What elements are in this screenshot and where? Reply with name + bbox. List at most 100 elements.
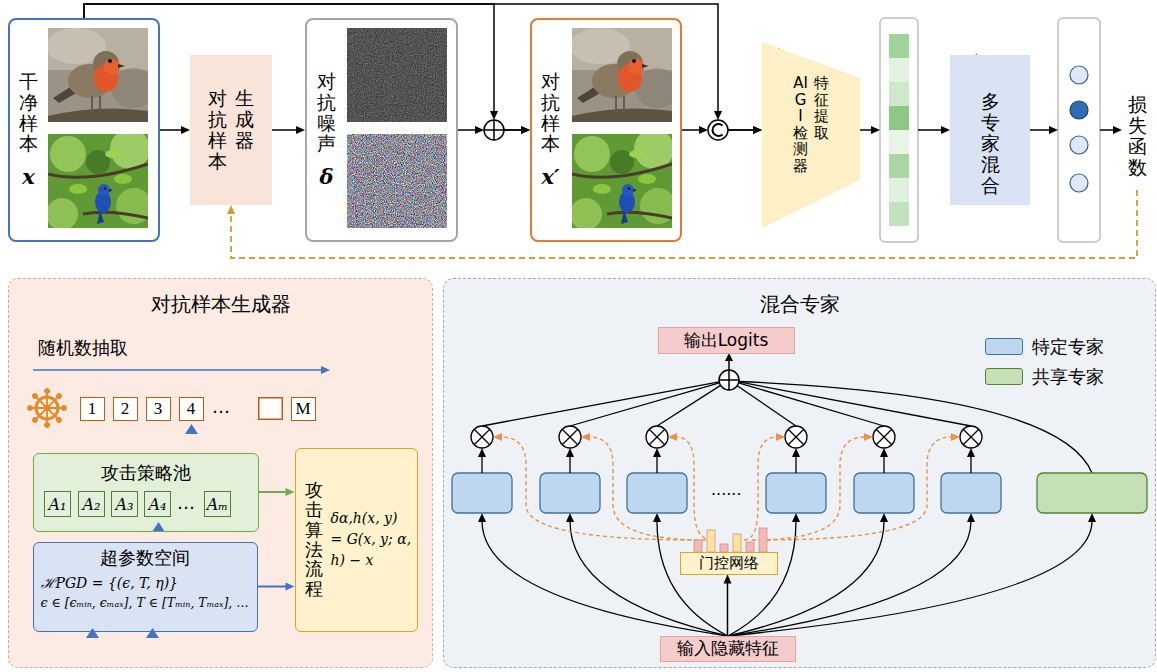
arrow-head: [753, 126, 762, 134]
wheel-icon: [28, 406, 33, 411]
connector: [458, 126, 530, 134]
node-text: A₄: [149, 495, 167, 514]
node-text: 对抗噪声: [317, 71, 336, 155]
input-fan-line: [482, 521, 1092, 636]
feature-vector: [889, 202, 909, 226]
feature-vector: [889, 34, 909, 58]
feature-vector: [880, 18, 918, 242]
expert-to-sum-line: [482, 382, 1092, 474]
attack-procedure-box: 攻击算法流程δα,h(x, y) = G(x, y; α, h) − x: [295, 448, 418, 632]
gate-weight-head: [864, 433, 873, 441]
sample-box: 干净样本x: [8, 18, 160, 242]
expert-to-sum-line: [657, 385, 721, 426]
node-text: δ: [317, 164, 336, 189]
input-fan-head: [653, 513, 661, 522]
label-holder: 随机数抽取: [38, 336, 128, 360]
output-vector: [1070, 101, 1088, 119]
wheel-icon: [57, 394, 62, 399]
node-text: 对抗样本生成器: [9, 291, 432, 318]
expert-to-gate-arrow: [478, 448, 486, 457]
feature-vector: [880, 18, 918, 242]
gate-weight-head: [493, 433, 502, 441]
node-text: AIGI检测器: [793, 75, 808, 174]
arrow-head: [871, 126, 880, 134]
arrow-head: [699, 126, 708, 134]
input-fan-head: [566, 513, 574, 522]
node-text: δα,h(x, y) = G(x, y; α, h) − x: [331, 508, 412, 571]
multiply-operator: [559, 426, 581, 448]
gate-weight-head: [581, 433, 590, 441]
node-text: 对抗样本: [208, 88, 227, 172]
pick-marker: [86, 628, 99, 638]
expert-to-gate-arrow: [653, 448, 661, 457]
connector-line: [84, 4, 494, 114]
panel-ground: [443, 278, 1155, 668]
output-vector: [1058, 18, 1100, 242]
legend-text: 共享专家: [1032, 366, 1104, 387]
generator-box: 对抗样本生成器: [190, 55, 272, 205]
output-vector: [1058, 18, 1100, 242]
multiply-operator: [471, 426, 493, 448]
gate-weight-bars: [694, 540, 702, 552]
gate-box: 门控网络: [680, 552, 778, 575]
node-text: 损失函数: [1128, 94, 1147, 178]
loss-box: 损失函数: [1122, 82, 1152, 190]
gate-weight-line: [589, 437, 706, 540]
hyperparameter-box: 超参数空间ℋPGD = {(ϵ, T, η)}ϵ ∈ [ϵₘᵢₙ, ϵₘₐₓ],…: [33, 542, 258, 632]
multiply-operator: [788, 429, 804, 445]
arrow-head: [1113, 126, 1122, 134]
random-draw-arrow: [33, 369, 322, 371]
arrow-head: [714, 111, 722, 120]
gate-weight-line: [501, 437, 698, 540]
node-text: 干净样本: [19, 71, 38, 155]
generator-panel: 对抗样本生成器1234M攻击策略池A₁A₂A₃A₄Aₘ超参数空间ℋPGD = {…: [8, 278, 433, 668]
node-text: 1: [88, 399, 97, 419]
shared-expert-box: [1037, 473, 1147, 513]
connector: [724, 575, 732, 636]
gate-weight-bars: [759, 528, 767, 552]
gate-weight-bars: [694, 528, 767, 552]
node-text: A₁: [49, 495, 67, 514]
input-fan-line: [482, 521, 728, 636]
input-fan-head: [880, 513, 888, 522]
multiply-operator: [785, 426, 807, 448]
sum-operator: [728, 360, 730, 370]
node-text: A₂: [83, 495, 101, 514]
label-holder: …: [177, 492, 195, 513]
node-text: 2: [121, 399, 130, 419]
multiply-operator: [471, 426, 982, 448]
node-text: Aₘ: [207, 495, 228, 514]
strategy-box: Aₘ: [204, 491, 231, 517]
output-vector: [1070, 136, 1088, 154]
gate-weight-line: [752, 437, 865, 540]
connector-line: [727, 581, 729, 636]
text-label: ......: [711, 480, 742, 499]
number-box: 2: [113, 397, 138, 421]
legend-swatch: [985, 338, 1023, 355]
expert-to-gate-arrow: [566, 448, 574, 457]
sample-photo: [46, 28, 155, 122]
arrow-head: [475, 126, 484, 134]
arrow-head: [941, 126, 950, 134]
multiply-operator: [646, 426, 668, 448]
input-box: 输入隐藏特征: [660, 636, 796, 662]
noise-image: [347, 28, 447, 228]
feature-vector: [889, 178, 909, 202]
gate-weight-line: [501, 437, 952, 540]
sum-operator: [719, 353, 739, 390]
arrow-head: [490, 111, 498, 120]
empty-number-box: [259, 398, 283, 420]
node-text: ϵ ∈ [ϵₘᵢₙ, ϵₘₐₓ], T ∈ [Tₘᵢₙ, Tₘₐₓ], …: [41, 595, 250, 611]
add-operator: [484, 120, 504, 140]
multiply-operator: [474, 429, 490, 445]
sum-operator: [719, 370, 739, 390]
pick-marker: [185, 424, 198, 434]
label-holder: ......: [711, 480, 742, 499]
node-text: 输入隐藏特征: [677, 637, 779, 660]
arrow-head: [724, 575, 732, 584]
arrow-head: [181, 126, 190, 134]
feature-vector: [889, 130, 909, 154]
noise-image: [347, 134, 447, 228]
moe-box: 多专家混合: [950, 55, 1030, 205]
expert-to-sum-line: [739, 383, 884, 426]
